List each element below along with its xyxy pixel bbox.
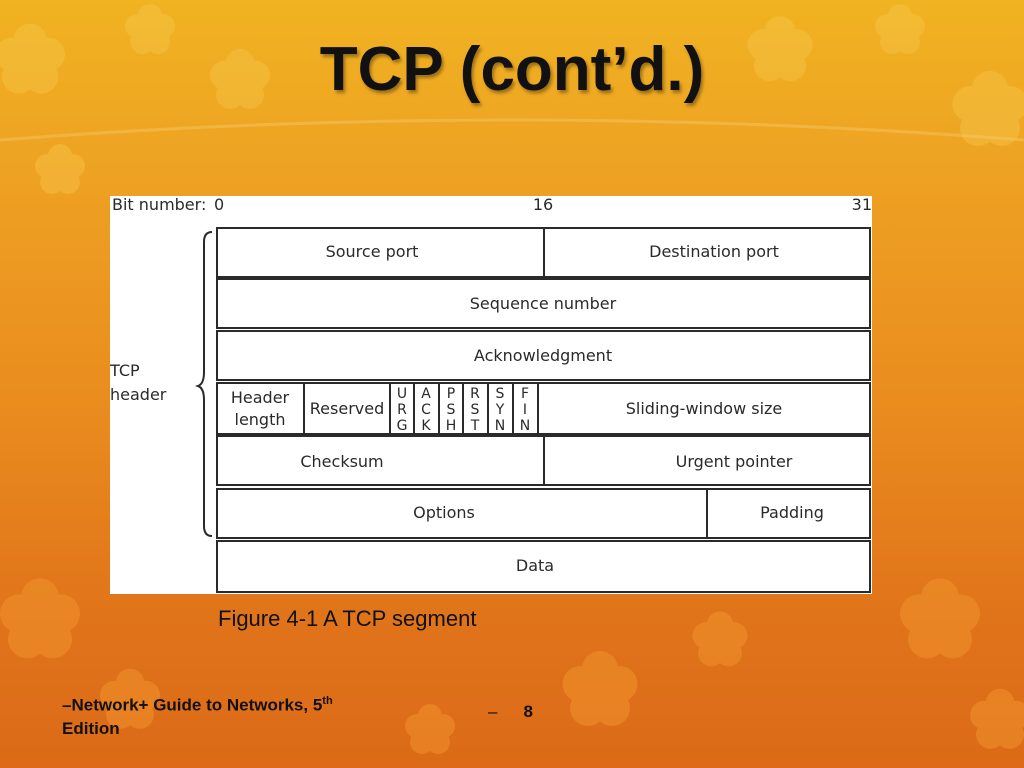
header-length-label-line1: Header [231,388,290,407]
urgent-pointer-cell [543,435,871,486]
flag-ack-char-2: C [421,402,431,418]
figure-caption: Figure 4-1 A TCP segment [218,606,477,631]
flag-urg-char-3: G [397,418,408,434]
sequence-number-label: Sequence number [470,294,617,313]
bit-0-label: 0 [214,196,224,214]
source-port-label: Source port [326,242,419,261]
flag-fin-char-2: I [523,402,527,418]
header-brace [194,231,213,537]
padding-cell [706,488,871,539]
destination-port-label: Destination port [649,242,779,261]
flag-psh-char-1: P [447,386,455,402]
urgent-pointer-label: Urgent pointer [676,452,793,471]
flag-fin-char-3: N [520,418,530,434]
reserved-label: Reserved [310,399,384,418]
sequence-number-cell [216,278,871,329]
flag-ack-char-3: K [421,418,431,434]
tcp-header-label-line1: TCP [110,361,140,380]
footer-edition: Edition [62,718,120,738]
flag-psh-char-2: S [447,402,456,418]
destination-port-cell [543,227,871,278]
checksum-label: Checksum [300,452,383,471]
flag-rst-char-3: T [470,418,480,434]
page-number: 8 [523,702,533,721]
data-label: Data [516,556,554,575]
flag-syn-char-3: N [495,418,505,434]
bit-31-label: 31 [852,196,872,214]
flag-ack-char-1: A [421,386,431,402]
footer-page-dash: – [488,702,498,721]
window-size-cell [537,382,871,435]
footer-page: –8 [488,702,533,722]
header-length-label-line2: length [235,410,286,429]
flag-syn-char-2: Y [495,402,505,418]
padding-label: Padding [760,503,824,522]
footer-superscript: th [322,695,333,707]
footer-book-title: –Network+ Guide to Networks, 5th Edition [62,690,422,740]
footer-dash: – [62,695,72,715]
bit-16-label: 16 [533,196,553,214]
footer-text: Network+ Guide to Networks, 5 [71,695,323,715]
flag-urg-char-1: U [397,386,407,402]
flag-psh-char-3: H [446,418,457,434]
window-size-label: Sliding-window size [626,399,783,418]
tcp-header-label-line2: header [110,385,167,404]
flag-syn-char-1: S [496,386,505,402]
tcp-segment-figure: Bit number: 0 16 31 TCP header [109,195,872,594]
slide-title: TCP (cont’d.) [319,35,705,104]
bit-number-label: Bit number: [112,196,206,214]
flag-urg-char-2: R [397,402,407,418]
flag-fin-char-1: F [521,386,529,402]
data-cell [216,540,871,593]
acknowledgment-label: Acknowledgment [474,346,612,365]
flag-rst-char-1: R [470,386,480,402]
flag-rst-char-2: S [471,402,480,418]
tcp-header-diagram: Bit number: 0 16 31 TCP header [109,195,872,593]
options-label: Options [413,503,475,522]
acknowledgment-cell [216,330,871,381]
